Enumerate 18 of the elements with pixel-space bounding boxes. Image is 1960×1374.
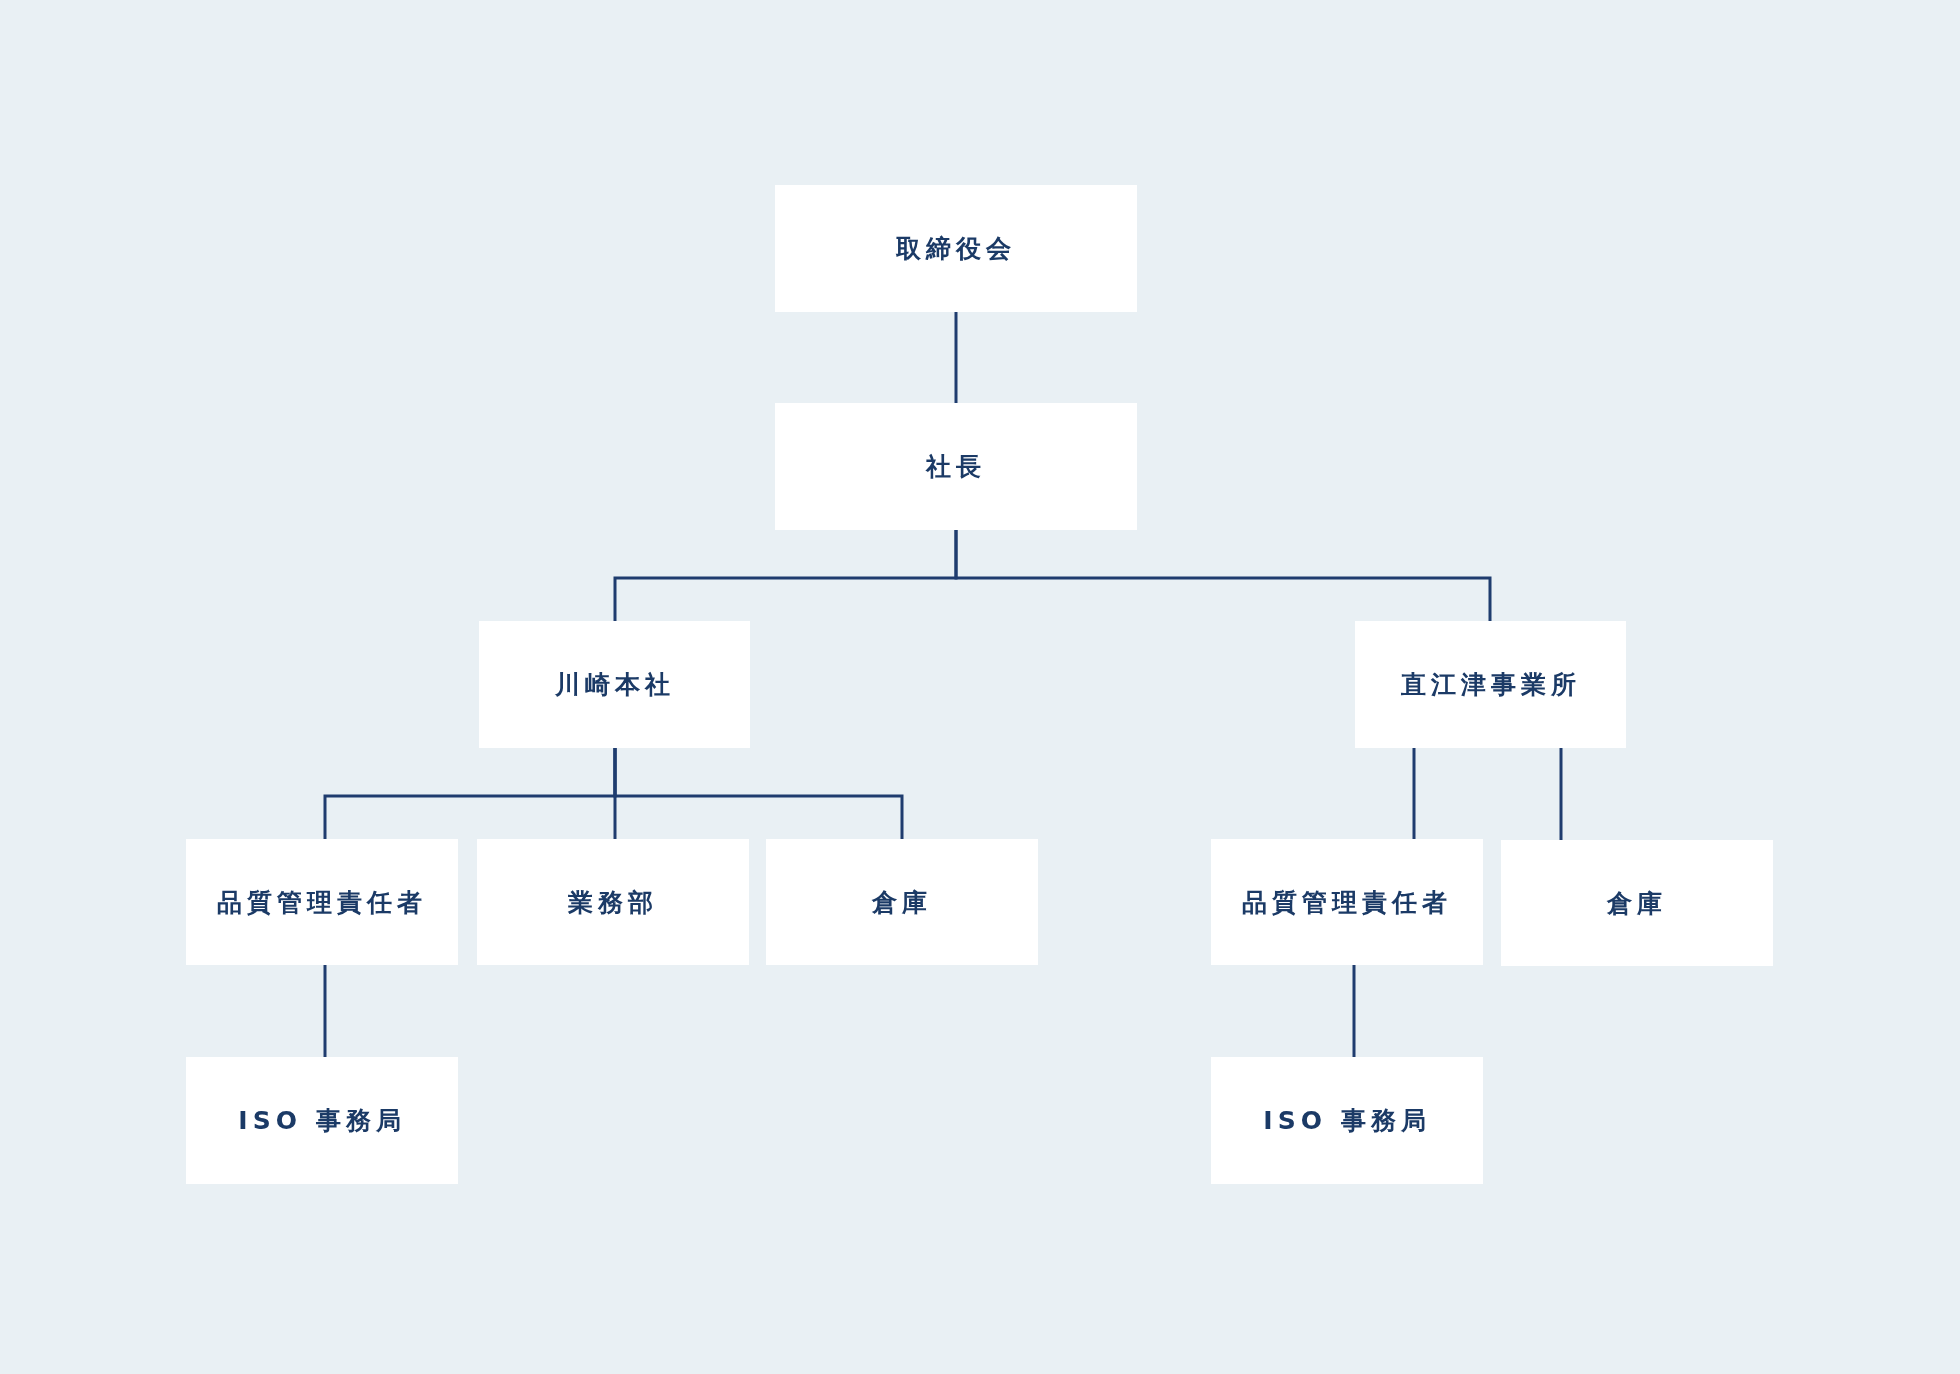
connector-line [954, 530, 1492, 621]
connector-line [613, 748, 904, 839]
org-box: 取締役会 [775, 185, 1137, 312]
connector-line [954, 312, 958, 403]
org-box: 倉庫 [766, 839, 1038, 965]
org-box: 直江津事業所 [1355, 621, 1626, 748]
org-box: 川崎本社 [479, 621, 750, 748]
connector-line [323, 965, 327, 1057]
org-box: ISO 事務局 [1211, 1057, 1483, 1184]
org-box: 品質管理責任者 [1211, 839, 1483, 965]
org-box: 品質管理責任者 [186, 839, 458, 965]
org-box: 社長 [775, 403, 1137, 530]
connector-line [1412, 748, 1416, 839]
org-box: ISO 事務局 [186, 1057, 458, 1184]
org-box: 業務部 [477, 839, 749, 965]
connector-line [1559, 748, 1563, 840]
connector-line [1352, 965, 1356, 1057]
org-box: 倉庫 [1501, 840, 1773, 966]
